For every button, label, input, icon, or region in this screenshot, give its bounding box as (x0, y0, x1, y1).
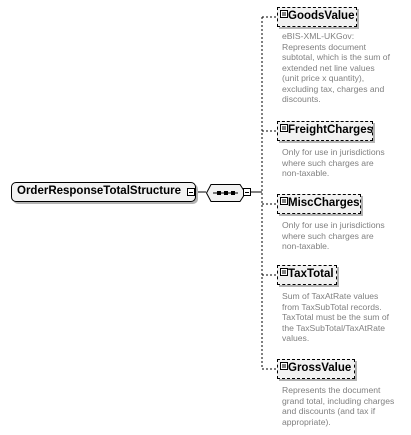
child-element-label: MiscCharges (288, 197, 360, 209)
child-description: Represents the document grand total, inc… (282, 385, 395, 427)
child-element-taxtotal[interactable]: TaxTotal (277, 265, 337, 285)
element-icon (280, 10, 288, 18)
child-element-label: GrossValue (288, 362, 352, 374)
root-element-node[interactable]: OrderResponseTotalStructure (11, 182, 196, 202)
sequence-collapse-toggle[interactable] (243, 188, 251, 196)
child-description: Only for use in jurisdictions where such… (282, 220, 385, 251)
child-element-misccharges[interactable]: MiscCharges (277, 194, 361, 214)
child-description: Only for use in jurisdictions where such… (282, 147, 385, 178)
sequence-compositor-icon (206, 184, 247, 202)
element-icon (280, 268, 288, 276)
element-icon (280, 362, 288, 370)
child-element-label: FreightCharges (288, 124, 373, 136)
child-element-goodsvalue[interactable]: GoodsValue (277, 7, 357, 27)
element-icon (280, 124, 288, 132)
root-element-label: OrderResponseTotalStructure (17, 185, 182, 197)
element-icon (280, 197, 288, 205)
child-element-grossvalue[interactable]: GrossValue (277, 359, 355, 379)
child-description: eBIS-XML-UKGov: Represents document subt… (282, 31, 390, 104)
child-element-label: TaxTotal (288, 268, 334, 280)
child-element-freightcharges[interactable]: FreightCharges (277, 121, 373, 141)
root-collapse-toggle[interactable] (187, 188, 195, 196)
child-description: Sum of TaxAtRate values from TaxSubTotal… (282, 291, 389, 343)
child-element-label: GoodsValue (288, 10, 355, 22)
